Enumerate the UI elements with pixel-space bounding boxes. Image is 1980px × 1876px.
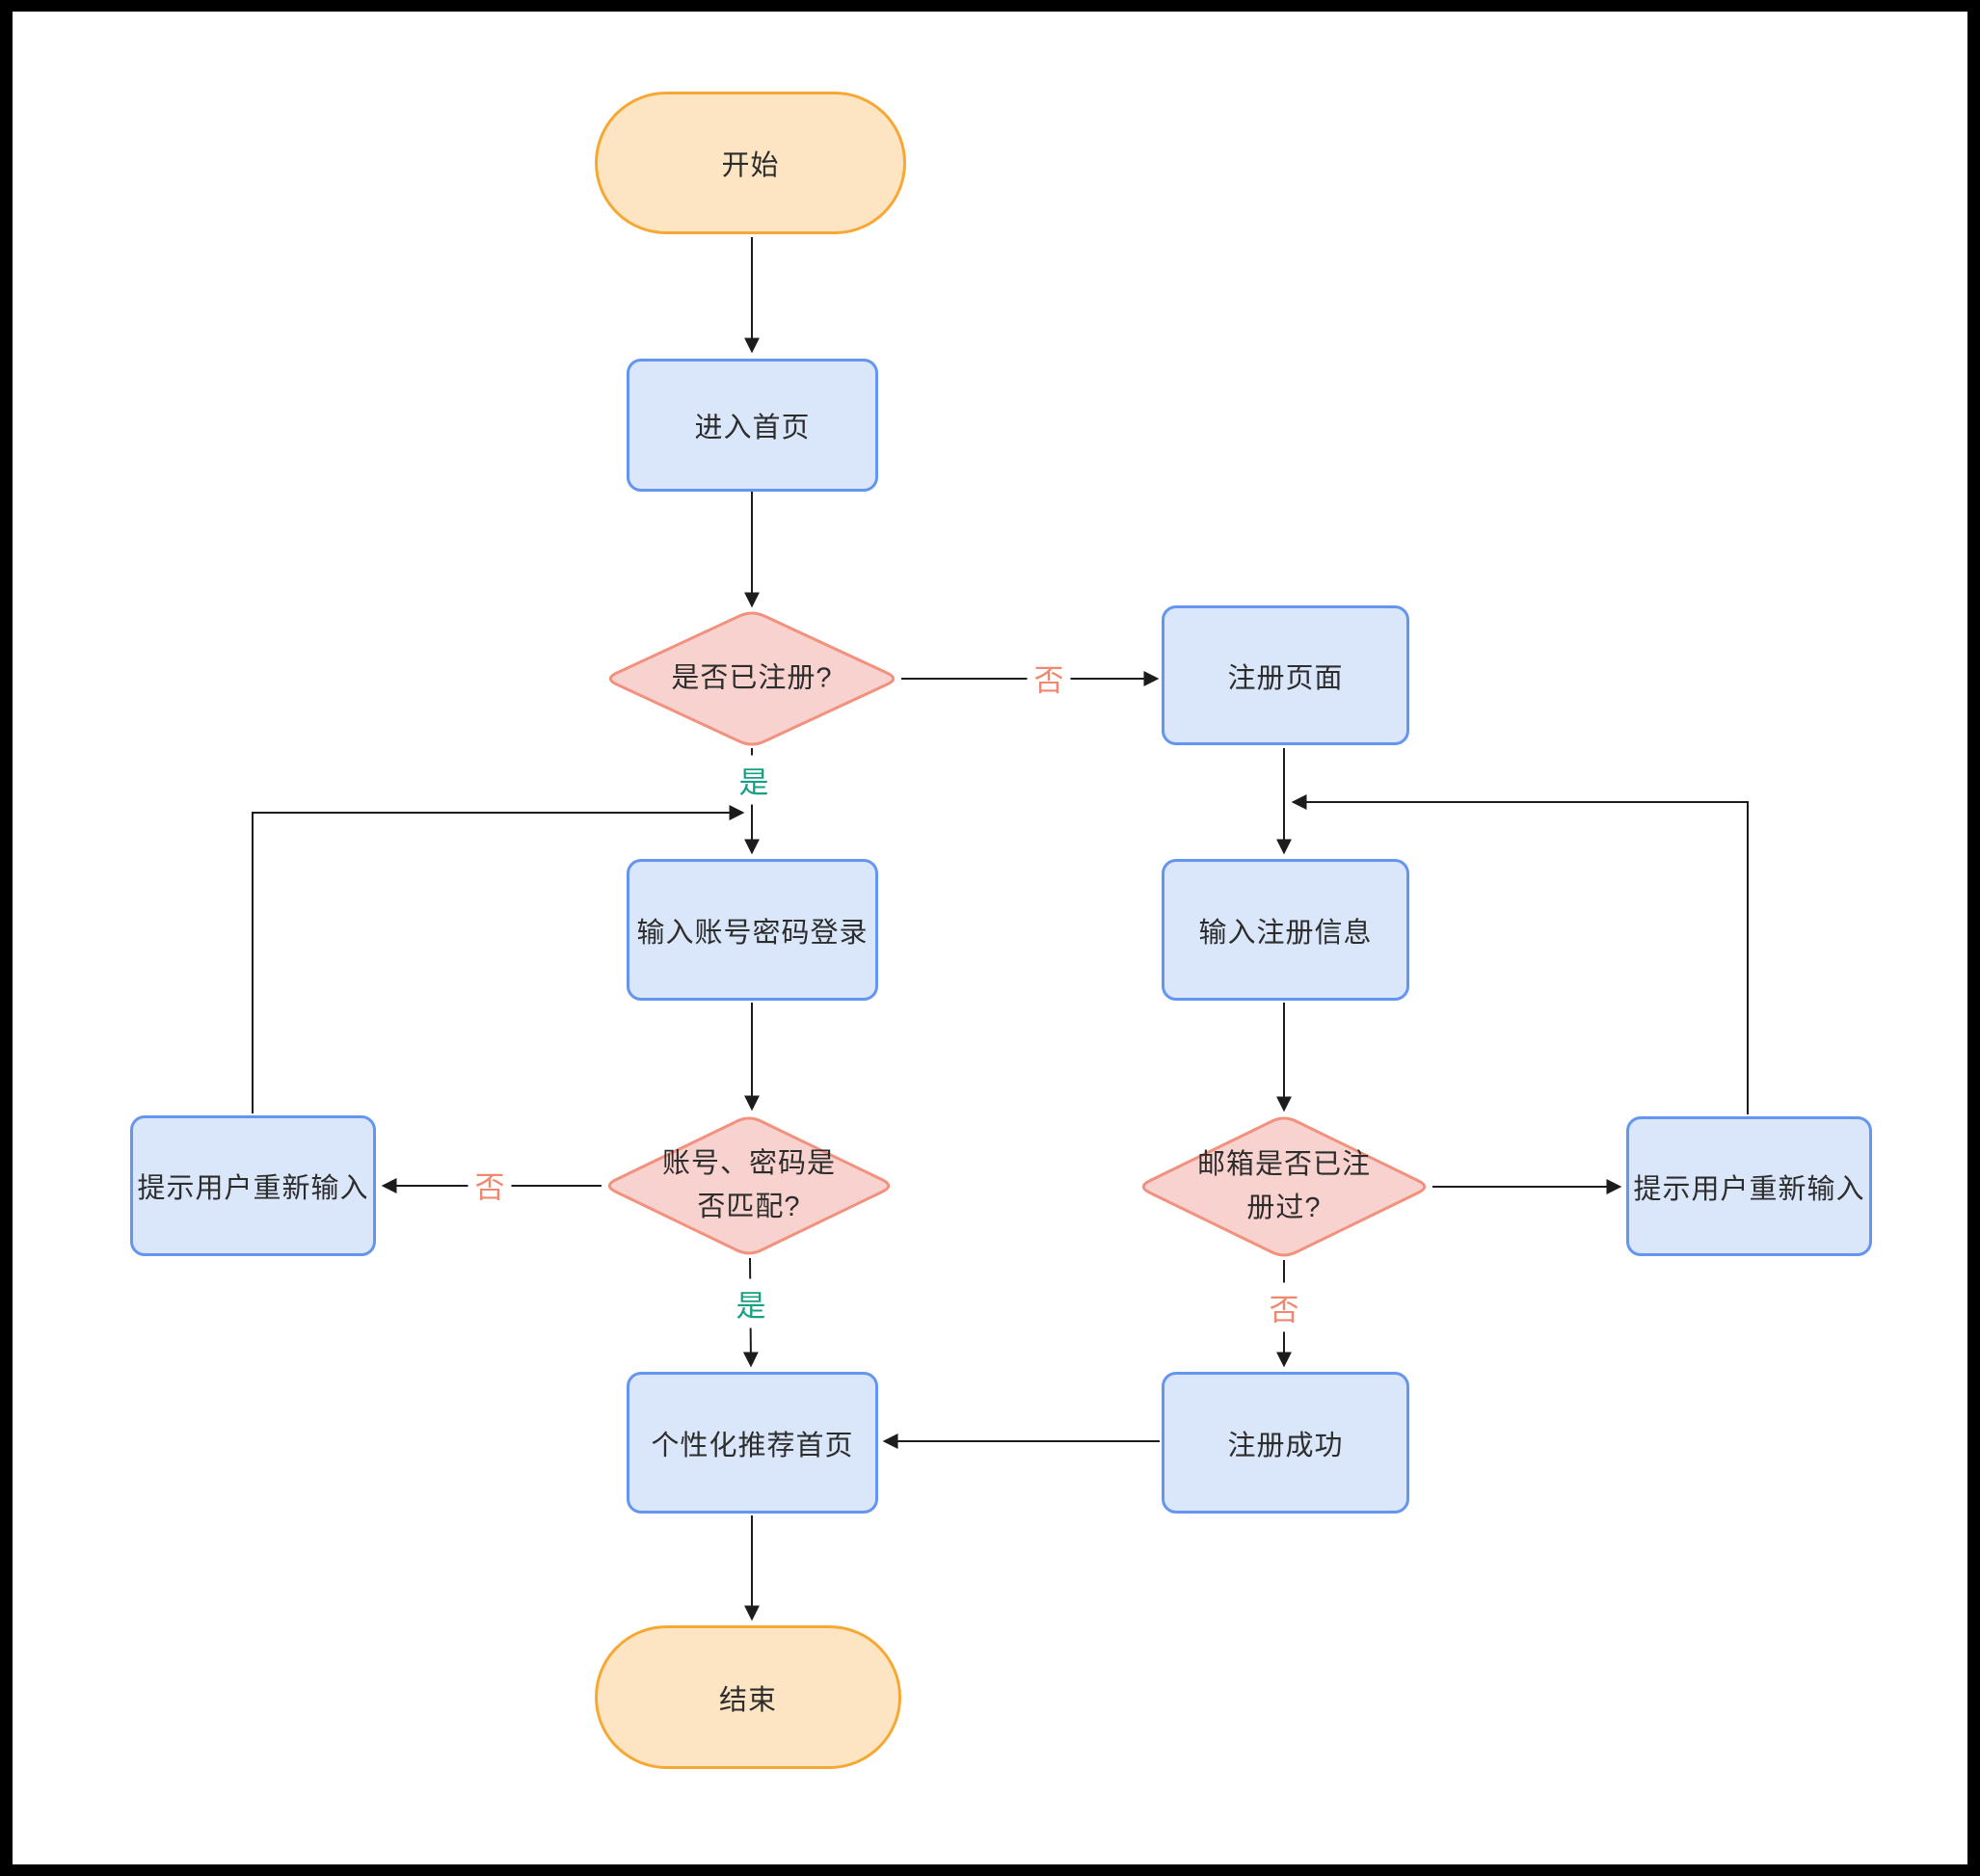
node-enter-home-label: 进入首页 xyxy=(694,413,811,443)
node-end: 结束 xyxy=(595,1625,901,1769)
node-login-input: 输入账号密码登录 xyxy=(627,859,878,1001)
node-right-prompt-label: 提示用户重新输入 xyxy=(1633,1173,1865,1205)
node-login-input-label: 输入账号密码登录 xyxy=(636,917,869,949)
edge-label-emailcheck-no: 否 xyxy=(1262,1282,1306,1332)
decision-shape-match-check xyxy=(607,1116,891,1255)
node-personalized-home-label: 个性化推荐首页 xyxy=(651,1430,854,1461)
decision-shape-is-registered xyxy=(608,611,896,746)
edge-rightprompt-loopback xyxy=(1291,794,1749,1114)
decision-match-check-text: 账号、密码是 否匹配? xyxy=(661,1148,837,1222)
node-left-prompt-label: 提示用户重新输入 xyxy=(137,1173,369,1204)
edge-label-isregistered-yes: 是 xyxy=(732,755,776,805)
edge-label-isregistered-no: 否 xyxy=(1027,653,1071,703)
node-enter-home: 进入首页 xyxy=(627,359,878,492)
node-left-prompt: 提示用户重新输入 xyxy=(130,1115,376,1256)
node-personalized-home: 个性化推荐首页 xyxy=(627,1372,878,1514)
decision-shape-email-check xyxy=(1141,1116,1427,1257)
node-register-success: 注册成功 xyxy=(1162,1372,1409,1514)
decision-email-check-text: 邮箱是否已注 册过? xyxy=(1196,1149,1372,1223)
diagram-canvas xyxy=(13,12,1967,1864)
node-start: 开始 xyxy=(595,92,906,234)
node-end-label: 结束 xyxy=(718,1684,777,1716)
edge-label-matchcheck-no: 否 xyxy=(468,1160,512,1210)
node-start-label: 开始 xyxy=(721,150,780,181)
node-register-info-label: 输入注册信息 xyxy=(1198,917,1373,949)
node-register-page-label: 注册页面 xyxy=(1227,662,1344,694)
edge-leftprompt-loopback xyxy=(252,805,745,1113)
edge-label-matchcheck-yes: 是 xyxy=(729,1278,773,1328)
node-right-prompt: 提示用户重新输入 xyxy=(1626,1116,1872,1256)
node-register-page: 注册页面 xyxy=(1162,605,1409,745)
decision-is-registered-text: 是否已注册? xyxy=(671,662,833,694)
node-register-info: 输入注册信息 xyxy=(1162,859,1409,1001)
node-register-success-label: 注册成功 xyxy=(1227,1430,1344,1461)
